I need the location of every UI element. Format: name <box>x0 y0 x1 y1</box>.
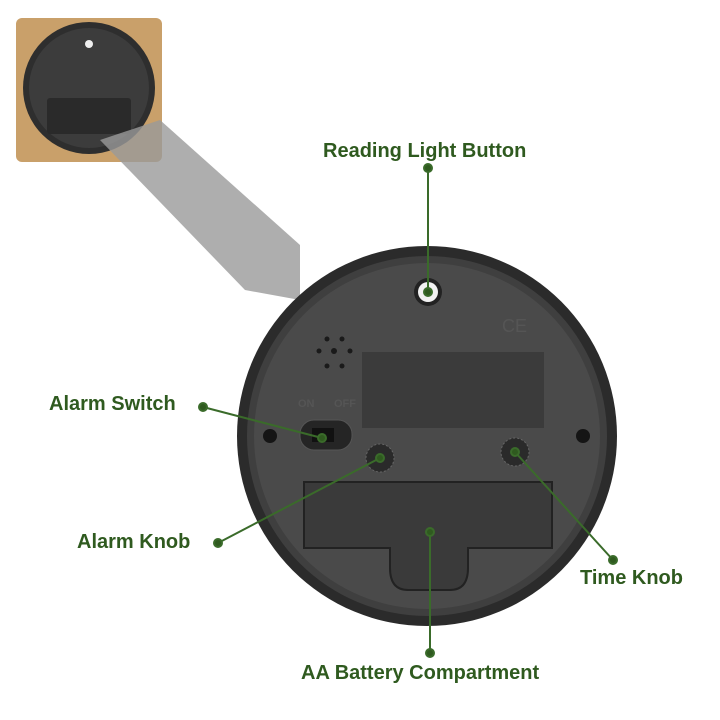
inset-photo <box>16 18 162 162</box>
label-alarm-knob: Alarm Knob <box>77 531 191 553</box>
label-alarm-switch: Alarm Switch <box>49 393 176 415</box>
callout-lines <box>198 163 618 658</box>
clock-back <box>237 246 617 626</box>
label-battery-compartment: AA Battery Compartment <box>301 662 540 684</box>
zoom-arrow <box>100 120 300 300</box>
on-marking: ON <box>298 398 315 410</box>
off-marking: OFF <box>334 398 356 410</box>
label-reading-light-button: Reading Light Button <box>323 140 527 162</box>
label-time-knob: Time Knob <box>580 567 683 589</box>
ce-marking: CE <box>502 316 528 336</box>
